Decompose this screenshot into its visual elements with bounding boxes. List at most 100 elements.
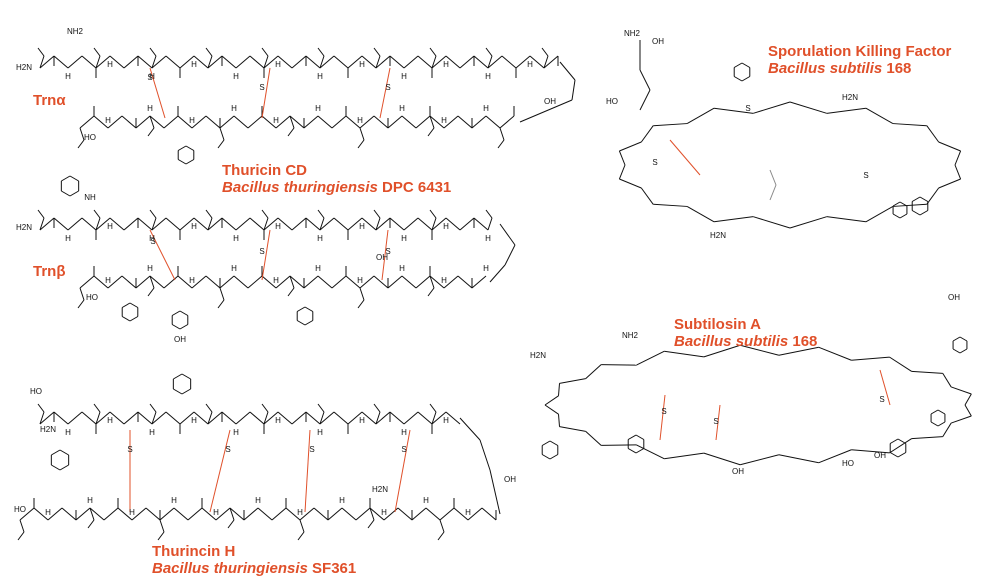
thurincin-h-top-backbone <box>123 411 139 425</box>
trn-alpha-top-backbone <box>123 55 139 69</box>
subtilosin-phe-ring-2 <box>889 438 899 444</box>
thurincin-h-bottom-backbone <box>229 507 245 521</box>
trn-alpha-bottom-sidechain <box>429 115 435 129</box>
thurincin-h-bottom-backbone <box>33 507 49 521</box>
thurincin-h-bottom-sidechain <box>229 507 235 521</box>
trn-alpha-bottom-sidechain <box>77 139 85 149</box>
trn-alpha-bottom-backbone <box>135 115 151 129</box>
subtilosin-glu-ho: HO <box>842 459 854 468</box>
thurincin-h-top-backbone <box>389 411 405 425</box>
trn-alpha-bottom-nh-label: H <box>399 104 405 113</box>
thurincin-h-bottom-backbone <box>369 507 385 521</box>
subtilosin-asp-oh-top: OH <box>948 293 960 302</box>
subtilosin-phe-ring-2 <box>897 452 907 458</box>
trn-beta-bottom-nh-label: H <box>105 276 111 285</box>
trn-beta-top-sidechain <box>319 217 325 231</box>
trn-beta-top-backbone <box>179 217 195 231</box>
trn-alpha-top-backbone <box>165 55 181 69</box>
subtilosin-macrocycle <box>964 393 972 406</box>
subtilosin-macrocycle <box>636 350 665 366</box>
skf-met-s-1: S <box>745 104 750 113</box>
skf-macrocycle <box>653 123 688 127</box>
trn-alpha-glu-oh: OH <box>544 97 556 106</box>
trn-beta-bridge-2 <box>381 229 389 281</box>
trn-beta-bottom-backbone <box>79 275 95 289</box>
skf-macrocycle <box>826 107 866 114</box>
subtilosin-bridge-1 <box>715 404 721 441</box>
trn-alpha-turn <box>519 99 573 123</box>
trn-alpha-bottom-backbone <box>121 115 137 129</box>
trn-beta-label: Trnβ <box>33 263 66 280</box>
thurincin-h-top-sidechain <box>429 403 437 413</box>
trn-beta-bottom-nh-label: H <box>483 264 489 273</box>
trn-alpha-top-nh-label: H <box>401 72 407 81</box>
subtilosin-macrocycle <box>778 454 819 464</box>
trn-beta-top-backbone <box>221 217 237 231</box>
trn-alpha-top-backbone <box>109 55 125 69</box>
trn-beta-bottom-nh-label: H <box>273 276 279 285</box>
subtilosin-phe-ring-2 <box>889 452 899 458</box>
trn-alpha-top-sidechain <box>373 47 381 57</box>
subtilosin-pro-ring-2 <box>937 409 946 415</box>
thurincin-h-top-sidechain <box>431 411 437 425</box>
subtilosin-trp-ring <box>541 454 551 460</box>
thurincin-h-bottom-backbone <box>117 507 133 521</box>
trn-beta-top-nh-label: H <box>317 234 323 243</box>
thurincin-h-turn <box>459 417 481 441</box>
trn-beta-top-backbone <box>53 217 69 231</box>
thurincin-h-bottom-backbone <box>75 507 91 521</box>
trn-beta-bottom-backbone <box>219 275 235 289</box>
trn-alpha-phenyl-ring <box>185 159 195 165</box>
trn-alpha-label: Trnα <box>33 92 66 109</box>
subtilosin-macrocycle <box>740 454 780 466</box>
trn-beta-phenyl-ring-2 <box>296 306 306 312</box>
thurincin-h-bottom-backbone <box>285 507 301 521</box>
trn-alpha-top-sidechain <box>95 55 101 69</box>
trn-alpha-top-backbone <box>529 55 545 69</box>
trn-beta-bottom-sidechain <box>357 299 365 309</box>
trn-alpha-top-sidechain <box>151 55 157 69</box>
trn-beta-phenyl-ring-1 <box>129 302 139 308</box>
subtilosin-lys-nh2: NH2 <box>622 331 639 340</box>
thurincin-h-bottom-sidechain <box>87 519 95 529</box>
thurincin-h-top-backbone <box>319 411 335 425</box>
trn-alpha-top-backbone <box>179 55 195 69</box>
trn-beta-bottom-backbone <box>415 275 431 289</box>
skf-macrocycle <box>618 164 626 180</box>
thurincin-h-bottom-backbone <box>299 507 315 521</box>
thurincin-h-top-sidechain <box>37 403 45 413</box>
trn-alpha-top-backbone <box>53 55 69 69</box>
trn-alpha-bottom-backbone <box>205 115 221 129</box>
trn-beta-top-backbone <box>291 217 307 231</box>
trn-beta-top-backbone <box>305 217 321 231</box>
thurincin-h-top-backbone <box>375 411 391 425</box>
skf-thioether-s: S <box>652 158 657 167</box>
subtilosin-macrocycle <box>585 430 602 446</box>
skf-macrocycle <box>789 216 827 229</box>
thurincin-h-top-backbone <box>277 411 293 425</box>
trn-alpha-top-sidechain <box>319 55 325 69</box>
trn-beta-top-sidechain <box>149 209 157 219</box>
trn-alpha-bottom-sidechain <box>359 127 365 141</box>
thurincin-h-bottom-backbone <box>355 507 371 521</box>
trn-alpha-turn <box>559 61 576 81</box>
skf-macrocycle <box>619 178 642 189</box>
skf-macrocycle <box>686 206 715 223</box>
trn-alpha-top-sidechain <box>93 47 101 57</box>
thurincin-h-indole-ring-left <box>51 449 61 456</box>
trn-beta-bottom-backbone <box>149 275 165 289</box>
trn-alpha-bottom-backbone <box>275 115 291 129</box>
trn-beta-bridge-1 <box>261 229 271 281</box>
trn-beta-top-backbone <box>347 217 363 231</box>
thuricin-cd-genus: Bacillus thuringiensis <box>222 179 378 196</box>
trn-beta-top-sidechain <box>429 209 437 219</box>
trn-alpha-top-sidechain <box>317 47 325 57</box>
skf-macrocycle <box>954 150 962 166</box>
trn-alpha-top-sidechain <box>429 47 437 57</box>
skf-macrocycle <box>865 107 894 124</box>
trn-beta-bottom-backbone <box>401 275 417 289</box>
subtilosin-macrocycle <box>950 415 972 424</box>
subtilosin-macrocycle <box>703 452 741 466</box>
trn-beta-top-sidechain <box>95 217 101 231</box>
trn-alpha-top-sidechain <box>39 55 45 69</box>
